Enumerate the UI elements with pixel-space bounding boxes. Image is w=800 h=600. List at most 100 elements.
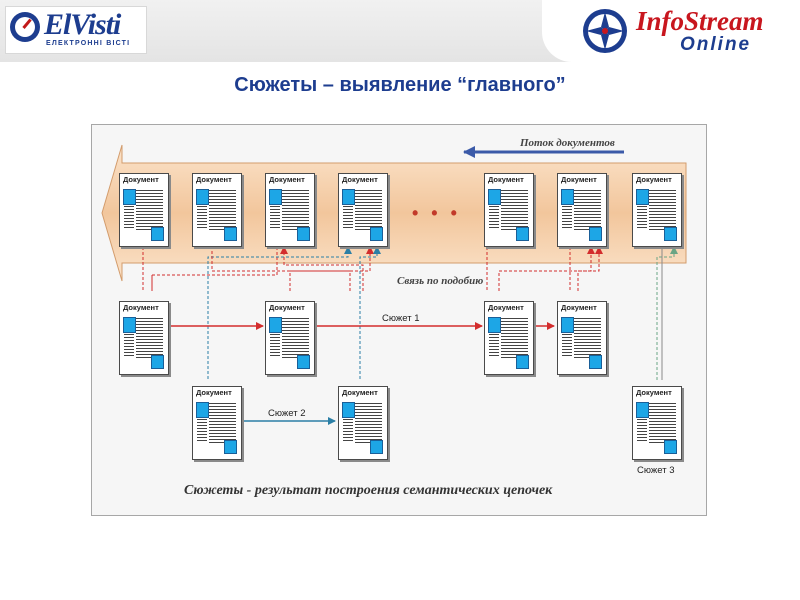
text-lines xyxy=(574,318,601,358)
document-flow-band xyxy=(101,144,687,282)
document-card: Документ xyxy=(192,173,242,247)
picture-icon xyxy=(664,227,677,241)
more-documents-ellipsis: • • • xyxy=(412,203,461,223)
document-card: Документ xyxy=(557,301,607,375)
document-label: Документ xyxy=(196,175,232,184)
document-label: Документ xyxy=(488,303,524,312)
document-label: Документ xyxy=(269,303,305,312)
picture-icon xyxy=(589,227,602,241)
plot1-label: Сюжет 1 xyxy=(382,313,420,324)
text-lines xyxy=(355,190,382,230)
text-lines xyxy=(343,419,353,443)
picture-icon xyxy=(196,402,209,418)
text-lines xyxy=(574,190,601,230)
infostream-logo-sub: Online xyxy=(680,34,752,55)
picture-icon xyxy=(636,189,649,205)
text-lines xyxy=(197,206,207,230)
picture-icon xyxy=(561,189,574,205)
compass-icon xyxy=(583,9,627,53)
text-lines xyxy=(649,403,676,443)
document-label: Документ xyxy=(342,388,378,397)
picture-icon xyxy=(123,189,136,205)
picture-icon xyxy=(151,227,164,241)
text-lines xyxy=(489,206,499,230)
document-card: Документ xyxy=(119,173,169,247)
text-lines xyxy=(209,190,236,230)
picture-icon xyxy=(488,317,501,333)
picture-icon xyxy=(516,355,529,369)
text-lines xyxy=(562,206,572,230)
document-label: Документ xyxy=(123,175,159,184)
document-label: Документ xyxy=(123,303,159,312)
text-lines xyxy=(136,318,163,358)
text-lines xyxy=(637,419,647,443)
picture-icon xyxy=(342,189,355,205)
picture-icon xyxy=(151,355,164,369)
elvisti-logo-subtitle: ЕЛЕКТРОННІ ВІСТІ xyxy=(46,40,131,47)
diagram-caption: Сюжеты - результат построения семантичес… xyxy=(184,483,553,498)
picture-icon xyxy=(269,317,282,333)
picture-icon xyxy=(297,355,310,369)
picture-icon xyxy=(224,440,237,454)
text-lines xyxy=(124,206,134,230)
plot2-label: Сюжет 2 xyxy=(268,408,306,419)
picture-icon xyxy=(664,440,677,454)
text-lines xyxy=(270,334,280,358)
slide-title: Сюжеты – выявление “главного” xyxy=(234,74,566,96)
document-label: Документ xyxy=(636,388,672,397)
picture-icon xyxy=(269,189,282,205)
stories-diagram: Документ Документ Документ Документ Доку… xyxy=(91,124,707,516)
picture-icon xyxy=(516,227,529,241)
text-lines xyxy=(282,190,309,230)
document-card: Документ xyxy=(192,386,242,460)
document-card: Документ xyxy=(338,386,388,460)
text-lines xyxy=(501,318,528,358)
text-lines xyxy=(343,206,353,230)
text-lines xyxy=(197,419,207,443)
picture-icon xyxy=(224,227,237,241)
picture-icon xyxy=(196,189,209,205)
text-lines xyxy=(209,403,236,443)
picture-icon xyxy=(123,317,136,333)
document-label: Документ xyxy=(342,175,378,184)
text-lines xyxy=(355,403,382,443)
picture-icon xyxy=(636,402,649,418)
document-label: Документ xyxy=(561,303,597,312)
picture-icon xyxy=(370,227,383,241)
picture-icon xyxy=(370,440,383,454)
document-card: Документ xyxy=(484,173,534,247)
text-lines xyxy=(649,190,676,230)
text-lines xyxy=(124,334,134,358)
picture-icon xyxy=(561,317,574,333)
text-lines xyxy=(282,318,309,358)
document-card: Документ xyxy=(632,173,682,247)
text-lines xyxy=(637,206,647,230)
document-card: Документ xyxy=(265,173,315,247)
picture-icon xyxy=(488,189,501,205)
document-flow-label: Поток документов xyxy=(520,137,615,149)
document-label: Документ xyxy=(269,175,305,184)
document-card: Документ xyxy=(557,173,607,247)
document-card: Документ xyxy=(484,301,534,375)
text-lines xyxy=(489,334,499,358)
infostream-logo: InfoStream Online xyxy=(578,2,788,58)
text-lines xyxy=(270,206,280,230)
diagram-connectors xyxy=(101,144,687,425)
document-card: Документ xyxy=(265,301,315,375)
infostream-logo-text: InfoStream xyxy=(636,6,764,36)
picture-icon xyxy=(589,355,602,369)
document-card: Документ xyxy=(338,173,388,247)
elvisti-logo-text: ElVisti xyxy=(44,8,121,41)
text-lines xyxy=(562,334,572,358)
similarity-link-label: Связь по подобию xyxy=(397,275,484,287)
plot3-label: Сюжет 3 xyxy=(637,465,675,476)
document-label: Документ xyxy=(561,175,597,184)
document-card: Документ xyxy=(119,301,169,375)
document-label: Документ xyxy=(636,175,672,184)
text-lines xyxy=(501,190,528,230)
document-label: Документ xyxy=(488,175,524,184)
text-lines xyxy=(136,190,163,230)
document-label: Документ xyxy=(196,388,232,397)
document-card: Документ xyxy=(632,386,682,460)
elvisti-logo: ElVisti ЕЛЕКТРОННІ ВІСТІ xyxy=(5,6,147,54)
